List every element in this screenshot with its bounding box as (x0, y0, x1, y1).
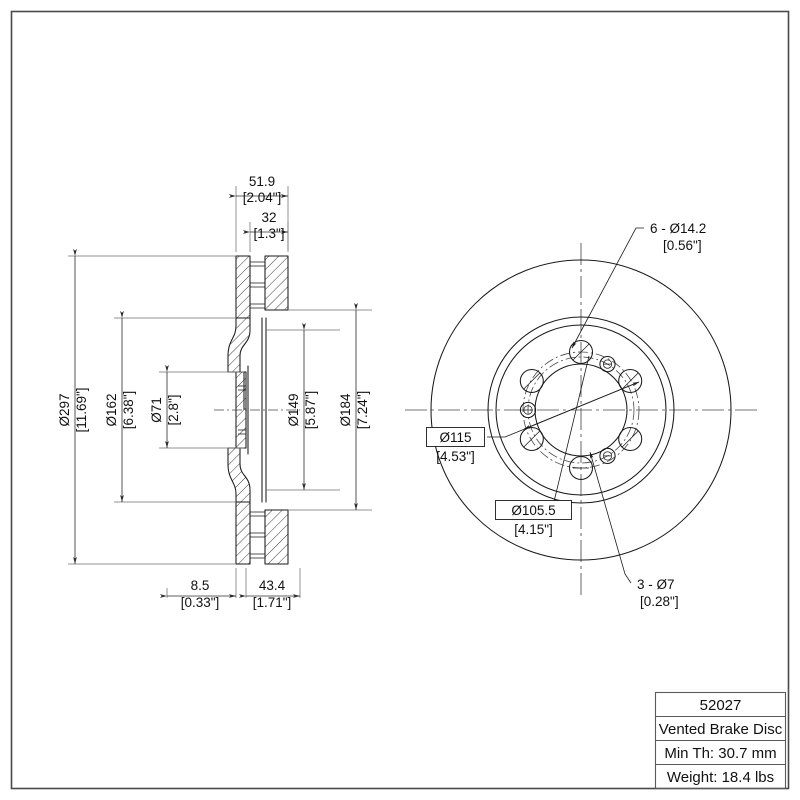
lug-hole (618, 426, 643, 452)
title-block-weight: Weight: 18.4 lbs (667, 769, 774, 786)
sheet-border (10, 10, 790, 790)
dim-overall-thickness: 51.9 [2.04"] (228, 174, 289, 252)
dim-hat-offset-mm: 8.5 (191, 578, 210, 593)
lower-hub-flange (235, 409, 247, 449)
upper-hat-transition (227, 317, 251, 373)
dim-disc-depth: 43.4 [1.71"] (238, 568, 301, 610)
title-block-part-number: 52027 (700, 697, 742, 714)
dim-center-bore: Ø71 [2.8"] (149, 364, 244, 449)
callout-pilot-holes-line2: [0.28"] (640, 594, 679, 609)
lug-hole (568, 339, 594, 365)
pilot-hole (519, 401, 537, 419)
callout-pilot-circle-box (495, 500, 572, 520)
front-view (405, 243, 760, 595)
lug-hole-group (519, 339, 643, 481)
callout-pilot-circle-line1: Ø105.5 (511, 503, 555, 518)
dim-hat-width: 32 [1.3"] (242, 210, 289, 252)
dim-hat-diameter-inch: [6.38"] (121, 391, 136, 430)
hat-outer-diameter (495, 324, 667, 496)
dim-inner-friction-mm: Ø149 (286, 393, 301, 426)
dim-outer-diameter-mm: Ø297 (57, 393, 72, 426)
pilot-hole (599, 447, 616, 465)
callout-bolt-circle-line2: [4.53"] (436, 449, 475, 464)
dim-center-bore-inch: [2.8"] (166, 394, 181, 425)
dim-disc-depth-mm: 43.4 (259, 578, 286, 593)
upper-friction-ring (235, 255, 289, 319)
pilot-hole (599, 355, 616, 373)
lower-hat-transition (227, 447, 251, 503)
dim-hat-width-inch: [1.3"] (253, 226, 284, 241)
lug-hole (519, 368, 544, 394)
lug-hole (519, 426, 544, 452)
callout-pilot-circle-line2: [4.15"] (514, 522, 553, 537)
callout-pilot-circle: Ø105.5 [4.15"] (495, 355, 590, 537)
dim-hat-offset: 8.5 [0.33"] (159, 568, 237, 610)
callout-lug-holes-line2: [0.56"] (663, 238, 702, 253)
dim-hat-diameter-mm: Ø162 (104, 393, 119, 426)
callout-bolt-circle-line1: Ø115 (439, 430, 471, 445)
section-view (214, 255, 300, 565)
dim-hat-offset-inch: [0.33"] (181, 595, 220, 610)
title-block: 52027 Vented Brake Disc Min Th: 30.7 mm … (654, 691, 787, 790)
callout-bolt-circle-box (426, 427, 485, 447)
dim-overall-thickness-inch: [2.04"] (243, 190, 282, 205)
callout-pilot-holes: 3 - Ø7 [0.28"] (589, 451, 679, 609)
pilot-hole-group (519, 355, 616, 465)
callout-bolt-circle: Ø115 [4.53"] (426, 381, 640, 464)
dim-inner-friction-inch: [5.87"] (303, 391, 318, 430)
rotor-friction-inner-edge (487, 316, 675, 504)
callout-lug-holes: 6 - Ø14.2 [0.56"] (571, 221, 706, 349)
lug-hole (618, 368, 643, 394)
dim-center-bore-mm: Ø71 (149, 397, 164, 423)
dim-outer-diameter-inch: [11.69"] (74, 387, 89, 432)
title-block-min-thickness: Min Th: 30.7 mm (664, 745, 776, 762)
dim-vane-diameter-inch: [7.24"] (355, 391, 370, 430)
dim-outer-diameter: Ø297 [11.69"] (57, 248, 236, 565)
dim-hat-width-mm: 32 (261, 210, 276, 225)
rotor-outer-edge (430, 259, 732, 561)
dim-vane-diameter-mm: Ø184 (338, 393, 353, 427)
dim-disc-depth-inch: [1.71"] (253, 595, 292, 610)
dim-vane-diameter: Ø184 [7.24"] (288, 302, 372, 511)
dim-hat-diameter: Ø162 [6.38"] (104, 310, 236, 503)
lug-hole (568, 455, 594, 481)
dim-inner-friction-diameter: Ø149 [5.87"] (266, 322, 340, 491)
callout-pilot-holes-line1: 3 - Ø7 (637, 577, 675, 592)
dim-overall-thickness-mm: 51.9 (249, 174, 275, 189)
callout-lug-holes-line1: 6 - Ø14.2 (650, 221, 706, 236)
lower-friction-ring (235, 501, 289, 565)
title-block-description: Vented Brake Disc (659, 721, 783, 738)
